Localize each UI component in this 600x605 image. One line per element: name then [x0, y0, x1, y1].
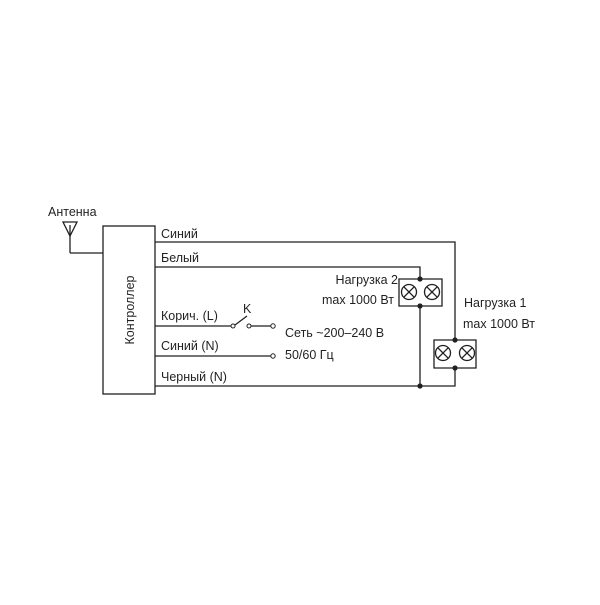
wire-brown-label: Корич. (L) — [161, 309, 218, 323]
wire-white-label: Белый — [161, 251, 199, 265]
mains-label-line1: Сеть ~200–240 В — [285, 326, 384, 340]
load-1 — [433, 337, 477, 371]
antenna-label: Антенна — [48, 205, 97, 219]
lamp-icon — [400, 283, 418, 301]
antenna — [61, 221, 103, 254]
load2-junction-bottom — [417, 303, 423, 309]
lamp-icon — [458, 344, 476, 362]
wire-blue-neutral-label: Синий (N) — [161, 339, 219, 353]
load1-junction-top — [452, 337, 458, 343]
mains-label-line2: 50/60 Гц — [285, 348, 334, 362]
wire-black-label: Черный (N) — [161, 370, 227, 384]
load2-junction-top — [417, 276, 423, 282]
load2-title: Нагрузка 2 — [336, 273, 398, 287]
wire-black — [155, 368, 456, 387]
lamp-icon — [434, 344, 452, 362]
antenna-icon — [61, 221, 79, 238]
wire-white — [155, 266, 421, 279]
mains-terminal-l — [270, 323, 276, 329]
load2-rating: max 1000 Вт — [322, 293, 394, 307]
controller-box — [102, 225, 156, 395]
switch-label: K — [243, 302, 252, 316]
lamp-icon — [423, 283, 441, 301]
load1-rating: max 1000 Вт — [463, 317, 535, 331]
load-2 — [398, 276, 443, 309]
wire-blue-top — [155, 241, 456, 340]
switch-contact-open — [246, 323, 252, 329]
mains-terminal-n — [270, 353, 276, 359]
controller-label: Контроллер — [123, 275, 137, 344]
switch-k — [234, 315, 248, 326]
load1-title: Нагрузка 1 — [464, 296, 526, 310]
switch-contact-fixed — [230, 323, 236, 329]
load1-junction-bottom — [452, 365, 458, 371]
junction-black — [417, 383, 423, 389]
wire-blue-top-label: Синий — [161, 227, 198, 241]
